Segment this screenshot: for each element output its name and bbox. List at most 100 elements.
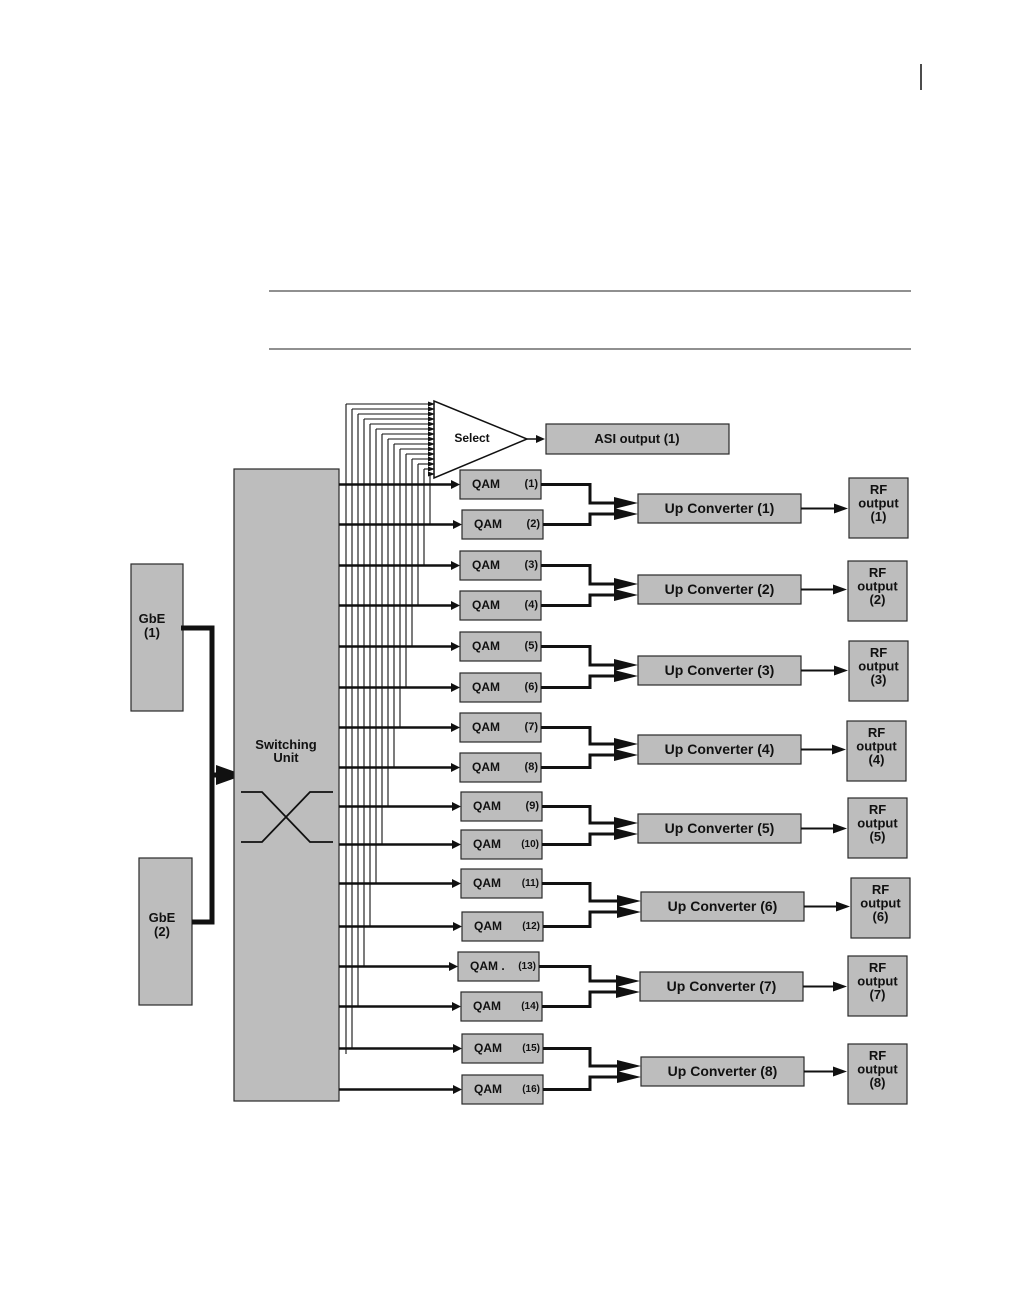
qam-label: QAM: [474, 1041, 502, 1055]
qam-upconverter-link: [541, 564, 628, 586]
rf-output-label: (4): [869, 752, 885, 767]
switch-input-arrowhead: [216, 765, 244, 785]
select-multiplexer: Select: [433, 399, 529, 480]
qam-box: [461, 1033, 544, 1064]
up-converter-label: Up Converter (6): [668, 898, 778, 914]
up-converter-block: Up Converter (2): [637, 574, 847, 605]
qam-block: QAM(10): [460, 829, 543, 860]
rf-output-label: RF: [870, 645, 887, 660]
qam-feed-arrowhead: [452, 802, 461, 811]
rf-output-box: [847, 955, 908, 1017]
upconverter-input-arrowhead: [617, 1060, 641, 1072]
qam-feed-arrowhead: [451, 683, 460, 692]
rf-input-arrowhead: [833, 981, 847, 992]
qam-feed-arrowhead: [452, 840, 461, 849]
qam-number: (16): [522, 1084, 540, 1095]
select-bus-arrowhead: [428, 446, 435, 452]
up-converter-block: Up Converter (8): [640, 1056, 847, 1087]
up-converter-label: Up Converter (8): [668, 1063, 778, 1079]
qam-number: (4): [525, 599, 539, 611]
qam-number: (5): [525, 640, 539, 652]
qam-label: QAM: [473, 837, 501, 851]
qam-feed-arrowhead: [453, 1044, 462, 1053]
rf-input-arrowhead: [834, 503, 848, 514]
up-converter-label: Up Converter (1): [665, 500, 775, 516]
rf-output-label: RF: [869, 802, 886, 817]
select-feed-lines: [345, 401, 435, 1054]
qam-label: QAM: [474, 919, 502, 933]
qam-feed-arrowhead: [452, 1002, 461, 1011]
upconverter-input-arrowhead: [614, 497, 638, 509]
qam-block: QAM(3): [459, 550, 542, 581]
qam-feed-arrowhead: [451, 723, 460, 732]
qam-block: QAM(16): [461, 1074, 544, 1105]
upconverter-input-arrowhead: [614, 738, 638, 750]
select-to-asi-arrowhead: [536, 435, 545, 443]
qam-feed-arrowhead: [452, 879, 461, 888]
qam-label: QAM: [472, 558, 500, 572]
qam-number: (12): [522, 921, 540, 932]
up-converter-block: Up Converter (3): [637, 655, 848, 686]
qam-number: (14): [521, 1001, 539, 1012]
select-bus-arrowhead: [428, 456, 435, 462]
select-bus-arrowhead: [428, 466, 435, 472]
up-converter-box: [637, 813, 802, 844]
qam-block: QAM(14): [460, 991, 543, 1022]
rf-output-label: (6): [873, 909, 889, 924]
qam-block: QAM(9): [460, 791, 543, 822]
upconverter-input-arrowhead: [614, 589, 638, 601]
select-bus-arrowhead: [428, 401, 435, 407]
qam-number: (9): [526, 800, 540, 812]
up-converter-label: Up Converter (7): [667, 978, 777, 994]
rf-input-arrowhead: [833, 823, 847, 834]
qam-label: QAM .: [470, 959, 505, 973]
up-converter-block: Up Converter (6): [640, 891, 850, 922]
rf-input-arrowhead: [836, 901, 850, 912]
rf-output-label: RF: [870, 482, 887, 497]
up-converter-label: Up Converter (4): [665, 741, 775, 757]
rf-output-label: output: [857, 579, 898, 594]
up-converter-label: Up Converter (5): [665, 820, 775, 836]
up-converter-box: [637, 655, 802, 686]
rf-input-arrowhead: [833, 584, 847, 595]
qam-number: (1): [525, 478, 539, 490]
qam-upconverter-link: [543, 512, 628, 526]
rf-outputs: RFoutput(1)RFoutput(2)RFoutput(3)RFoutpu…: [846, 477, 911, 1105]
gbe-1-number: (1): [144, 625, 160, 640]
rf-output-label: output: [858, 659, 899, 674]
qam-label: QAM: [472, 680, 500, 694]
upconverter-input-arrowhead: [614, 659, 638, 671]
crossover-line-b: [241, 791, 333, 843]
qam-upconverter-link: [542, 990, 630, 1008]
qam-feed-arrowhead: [453, 922, 462, 931]
up-converter-box: [637, 734, 802, 765]
qam-block: QAM (12): [461, 911, 544, 942]
select-bus-arrowhead: [428, 416, 435, 422]
qam-block: QAM(5): [459, 631, 542, 662]
qam-number: (8): [525, 761, 539, 773]
upconverter-input-arrowhead: [614, 817, 638, 829]
qam-box: [459, 752, 542, 783]
qam-label: QAM: [472, 720, 500, 734]
qam-box: [459, 550, 542, 581]
gbe-2-number: (2): [154, 924, 170, 939]
rf-output-label: output: [857, 974, 898, 989]
rf-output-box: [846, 720, 907, 782]
rf-output-box: [847, 1043, 908, 1105]
qam-number: (15): [522, 1043, 540, 1054]
upconverter-input-arrowhead: [617, 906, 641, 918]
qam-upconverter-link: [542, 882, 631, 903]
rf-output-box: [850, 877, 911, 939]
qam-label: QAM: [472, 598, 500, 612]
up-converter-box: [640, 1056, 805, 1087]
qam-upconverter-link: [541, 726, 628, 746]
qam-feed-arrowhead: [451, 480, 460, 489]
rf-output-label: output: [858, 496, 899, 511]
up-converter-label: Up Converter (3): [665, 662, 775, 678]
upconverter-input-arrowhead: [616, 975, 640, 987]
qam-feed-arrowhead: [451, 561, 460, 570]
select-bus-arrowhead: [428, 406, 435, 412]
qam-number: (13): [518, 961, 536, 972]
